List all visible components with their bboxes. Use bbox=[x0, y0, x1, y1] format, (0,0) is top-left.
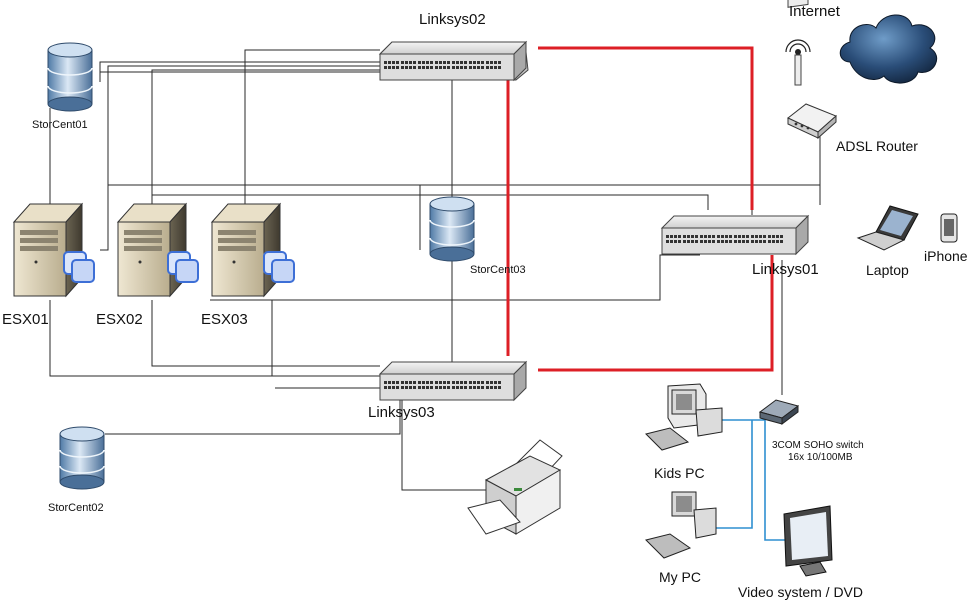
wifi-router-icon bbox=[785, 0, 837, 140]
vmware-logo-icon-esx01 bbox=[63, 251, 95, 283]
tower-server-icon-esx03 bbox=[210, 202, 282, 298]
storcent02-label: StorCent02 bbox=[48, 502, 104, 514]
adsl-router-label: ADSL Router bbox=[836, 138, 918, 154]
linksys03-label: Linksys03 bbox=[368, 404, 435, 421]
storcent01-label: StorCent01 bbox=[32, 119, 88, 131]
soho-links bbox=[710, 419, 785, 541]
ethernet-links bbox=[49, 49, 821, 491]
phone-icon bbox=[940, 213, 958, 243]
storage-cylinder-icon-storcent01 bbox=[47, 42, 93, 112]
soho-switch-label-line2: 16x 10/100MB bbox=[788, 452, 853, 463]
iphone-label: iPhone bbox=[924, 248, 968, 264]
cloud-icon bbox=[839, 14, 938, 84]
network-switch-icon-soho bbox=[758, 399, 800, 425]
linksys02-label: Linksys02 bbox=[419, 11, 486, 28]
desktop-pc-icon-kids bbox=[645, 383, 723, 451]
tower-server-icon-esx02 bbox=[116, 202, 188, 298]
network-switch-icon-linksys01 bbox=[660, 214, 810, 256]
soho-switch-label-line1: 3COM SOHO switch bbox=[772, 440, 864, 451]
video-system-label: Video system / DVD bbox=[738, 584, 864, 600]
kids-pc-label: Kids PC bbox=[654, 465, 705, 481]
laptop-icon bbox=[856, 205, 919, 251]
linksys01-label: Linksys01 bbox=[752, 261, 819, 278]
network-switch-icon-linksys02 bbox=[378, 40, 529, 82]
printer-icon bbox=[467, 439, 563, 535]
vmware-logo-icon-esx03 bbox=[263, 251, 295, 283]
my-pc-label: My PC bbox=[659, 569, 701, 585]
internet-label: Internet bbox=[789, 3, 840, 20]
laptop-label: Laptop bbox=[866, 262, 909, 278]
tower-server-icon-esx01 bbox=[12, 202, 84, 298]
soho-switch-label: 3COM SOHO switch 16x 10/100MB bbox=[772, 440, 864, 464]
desktop-pc-icon-my bbox=[645, 491, 717, 559]
storage-cylinder-icon-storcent03 bbox=[429, 196, 475, 262]
esx01-label: ESX01 bbox=[2, 311, 49, 328]
trunk-links bbox=[506, 46, 774, 372]
storage-cylinder-icon-storcent02 bbox=[59, 426, 105, 490]
vmware-logo-icon-esx02 bbox=[167, 251, 199, 283]
network-switch-icon-linksys03 bbox=[378, 360, 528, 402]
storcent03-label: StorCent03 bbox=[470, 264, 526, 276]
monitor-icon bbox=[783, 505, 833, 577]
esx02-label: ESX02 bbox=[96, 311, 143, 328]
esx03-label: ESX03 bbox=[201, 311, 248, 328]
